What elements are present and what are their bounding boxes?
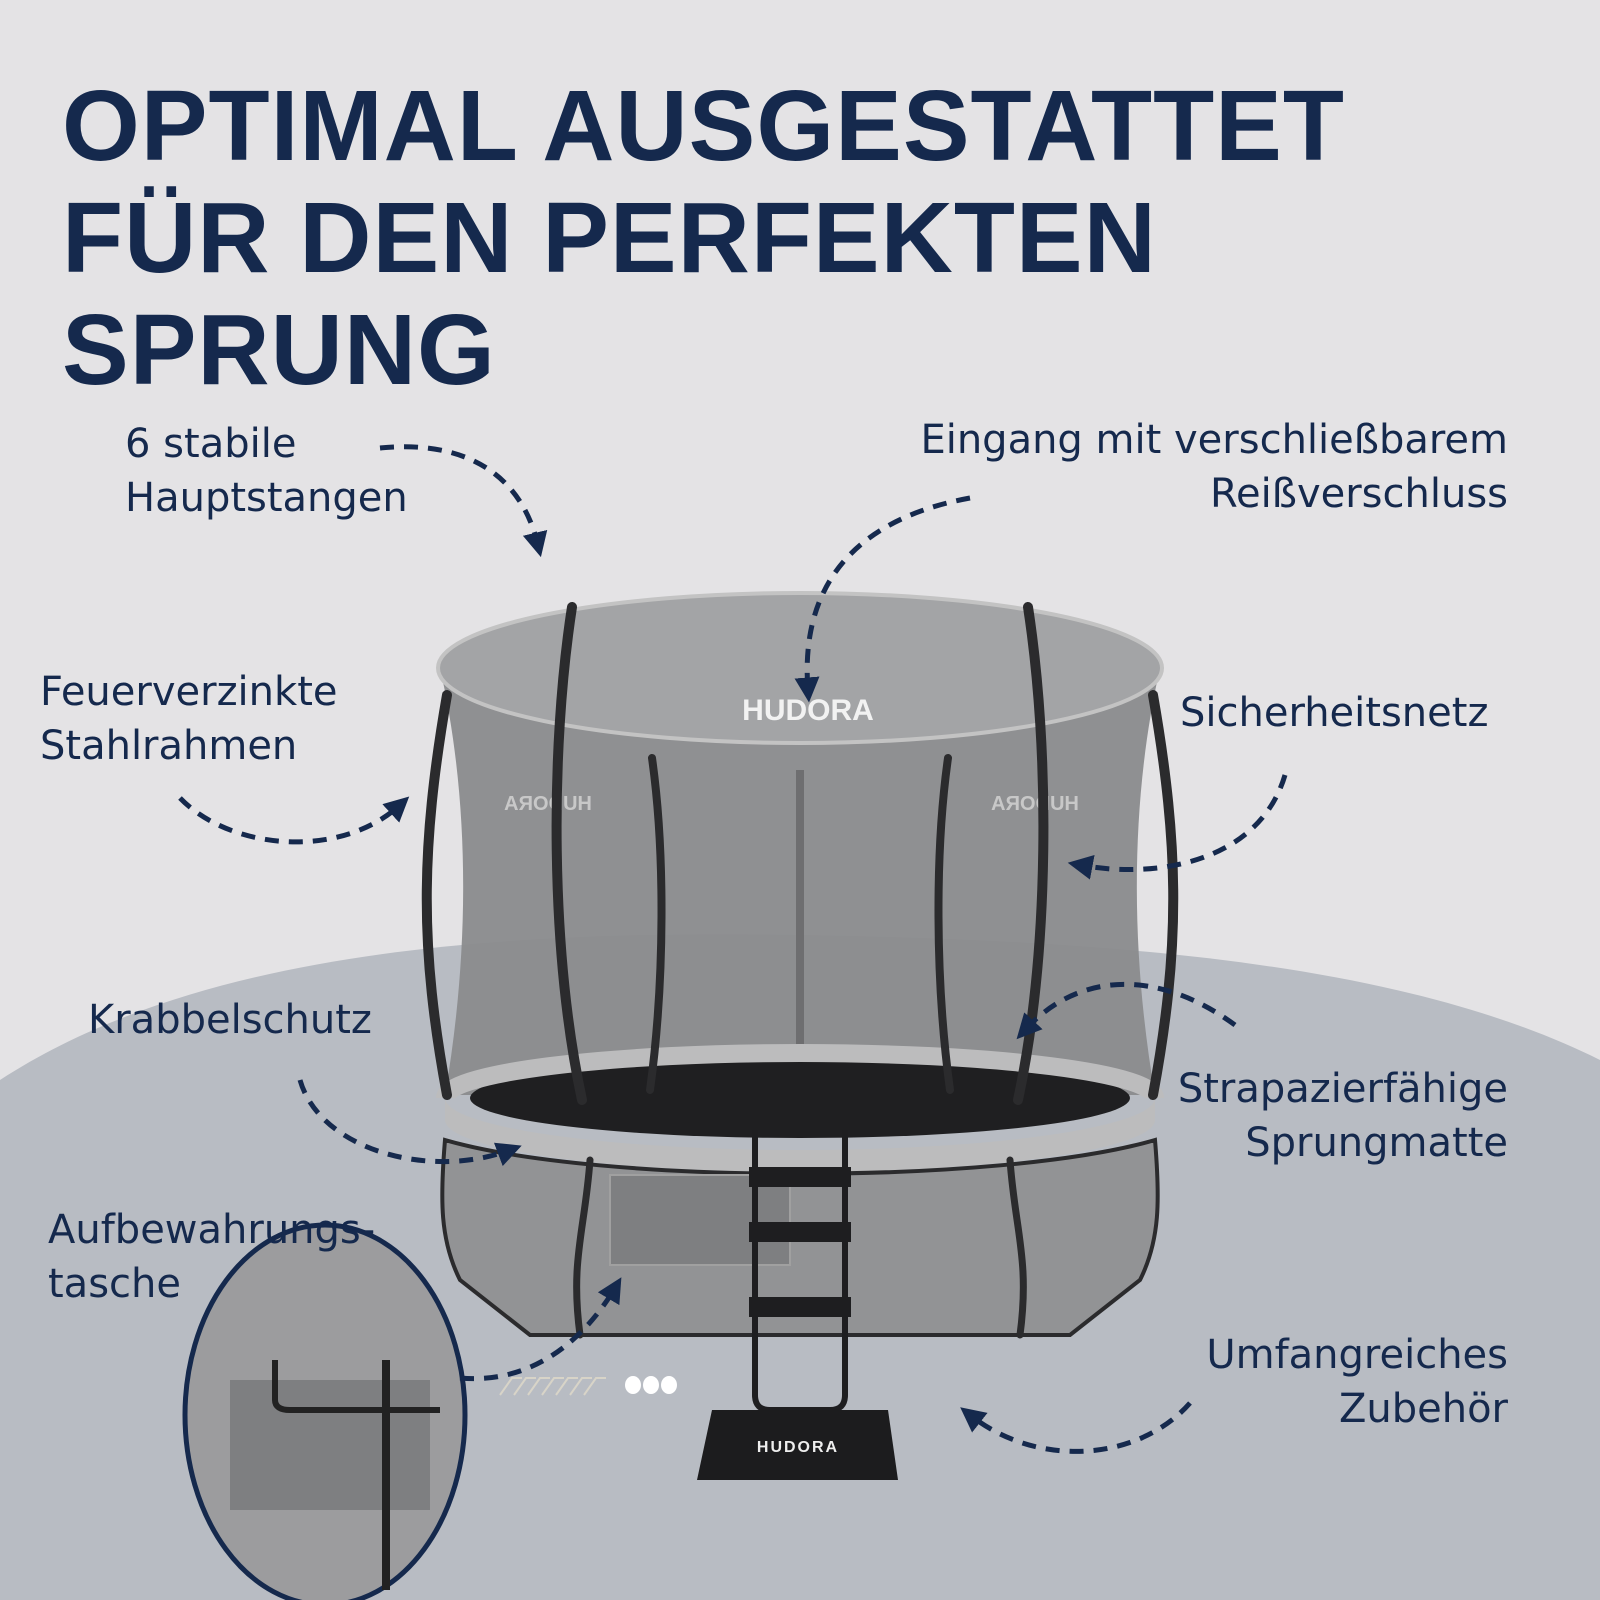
feature-text: Hauptstangen: [125, 475, 408, 521]
feature-text: Feuerverzinkte: [40, 669, 338, 715]
entrance-pole: [796, 770, 804, 1100]
brand-logo-mat: HUDORA: [757, 1439, 839, 1456]
ladder: [749, 1130, 851, 1413]
brand-logo-top: HUDORA: [742, 694, 874, 727]
anchor-discs: [625, 1376, 677, 1394]
feature-text: Reißverschluss: [1210, 471, 1508, 517]
brand-logo-right: HUDORA: [991, 793, 1079, 815]
feature-text: Sicherheitsnetz: [1180, 690, 1489, 736]
feature-text: Zubehör: [1338, 1386, 1508, 1432]
feature-steel-frame: Feuerverzinkte Stahlrahmen: [40, 665, 337, 773]
storage-bag-zoom-inset: [182, 1222, 468, 1600]
arrow-bag: [459, 1277, 622, 1382]
feature-text: tasche: [48, 1261, 181, 1307]
feature-entrance: Eingang mit verschließbarem Reißverschlu…: [920, 413, 1508, 521]
net-top: [436, 591, 1164, 745]
arrow-frame: [178, 796, 410, 845]
brand-logo-left: HUDORA: [504, 793, 592, 815]
feature-text: 6 stabile: [125, 421, 297, 467]
jump-mat: [470, 1058, 1130, 1138]
feature-text: Krabbelschutz: [88, 997, 372, 1043]
padding-ring: [445, 1098, 1155, 1172]
arrow-main-poles: [379, 444, 548, 558]
accessory-mat: [697, 1410, 898, 1480]
arrow-crawl: [297, 1079, 522, 1167]
title-line-2: FÜR DEN PERFEKTEN SPRUNG: [62, 182, 1157, 406]
title-line-1: OPTIMAL AUSGESTATTET: [62, 70, 1345, 182]
feature-text: Strapazierfähige: [1177, 1066, 1508, 1112]
arrow-entrance: [794, 495, 971, 703]
feature-text: Sprungmatte: [1245, 1120, 1508, 1166]
feature-jump-mat: Strapazierfähige Sprungmatte: [1178, 1062, 1508, 1170]
feature-text: Eingang mit verschließbarem: [920, 417, 1508, 463]
feature-main-poles: 6 stabile Hauptstangen: [125, 417, 408, 525]
feature-text: Stahlrahmen: [40, 723, 298, 769]
arrow-net: [1067, 774, 1288, 880]
storage-bag: [609, 1174, 791, 1266]
arrow-accessories: [960, 1401, 1192, 1454]
ground-stakes: [499, 1377, 606, 1396]
feature-crawl-protection: Krabbelschutz: [88, 993, 372, 1047]
feature-storage-bag: Aufbewahrungs- tasche: [48, 1203, 375, 1311]
feature-accessories: Umfangreiches Zubehör: [1206, 1328, 1508, 1436]
feature-text: Aufbewahrungs-: [48, 1207, 376, 1253]
arrow-mat: [1016, 981, 1237, 1040]
callout-arrows: [178, 444, 1288, 1454]
feature-text: Umfangreiches: [1206, 1332, 1508, 1378]
page-title: OPTIMAL AUSGESTATTET FÜR DEN PERFEKTEN S…: [62, 70, 1600, 406]
feature-safety-net: Sicherheitsnetz: [1180, 686, 1488, 740]
